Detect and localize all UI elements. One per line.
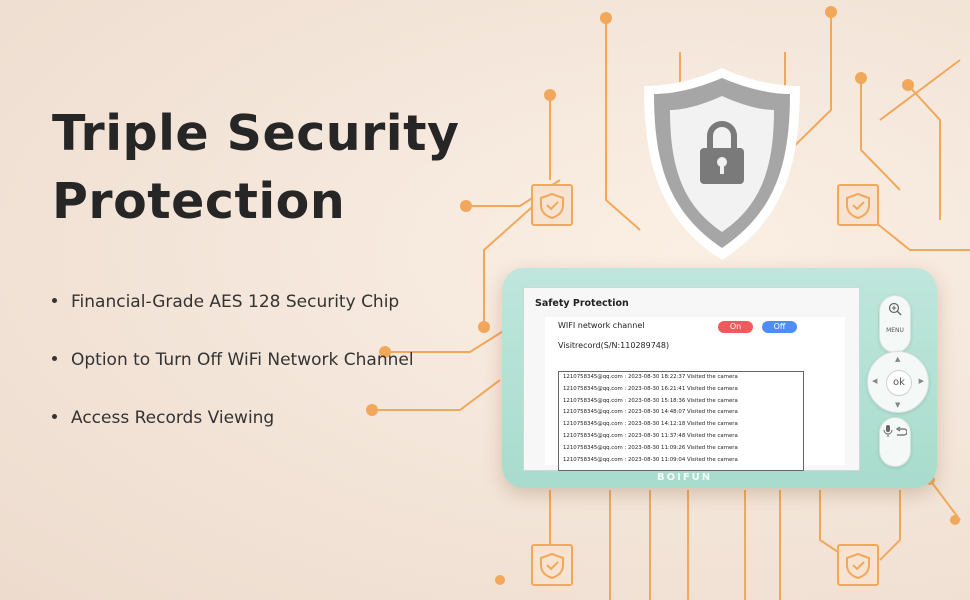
device-screen: Safety Protection WIFI network channel O…: [523, 287, 860, 471]
bullet-icon: [52, 297, 57, 303]
arrow-up-icon: ▲: [895, 355, 901, 363]
arrow-down-icon: ▼: [895, 401, 901, 409]
shield-check-icon: [531, 184, 573, 226]
log-entry: 1210758345@qq.com : 2023-08-30 15:18:36 …: [563, 397, 738, 404]
brand-logo: BOIFUN: [657, 472, 713, 483]
headline-line-2: Protection: [52, 173, 346, 230]
headline: Triple Security Protection: [52, 100, 459, 236]
bullet-icon: [52, 413, 57, 419]
zoom-menu-button[interactable]: MENU: [879, 295, 911, 353]
feature-item: Access Records Viewing: [52, 408, 274, 428]
shield-check-icon: [837, 544, 879, 586]
shield-lock-icon: [644, 68, 800, 260]
ok-button[interactable]: ok: [886, 370, 912, 396]
log-entry: 1210758345@qq.com : 2023-08-30 14:12:18 …: [563, 421, 738, 428]
control-buttons: MENU ▲ ▼ ◀ ▶ ok: [867, 295, 931, 467]
microphone-icon: [883, 425, 893, 437]
access-log-list: 1210758345@qq.com : 2023-08-30 18:22:37 …: [558, 371, 804, 471]
log-entry: 1210758345@qq.com : 2023-08-30 11:37:48 …: [563, 432, 738, 439]
headline-line-1: Triple Security: [52, 105, 460, 162]
log-entry: 1210758345@qq.com : 2023-08-30 18:22:37 …: [563, 374, 738, 380]
back-icon: [896, 426, 908, 436]
log-entry: 1210758345@qq.com : 2023-08-30 11:09:04 …: [563, 456, 738, 463]
navigation-pad[interactable]: ▲ ▼ ◀ ▶ ok: [867, 351, 929, 413]
visit-record-label: Visitrecord(S/N:110289748): [558, 341, 670, 350]
zoom-in-icon: [888, 302, 902, 316]
baby-monitor-device: Safety Protection WIFI network channel O…: [502, 268, 937, 488]
menu-label: MENU: [886, 327, 904, 334]
protection-panel: WIFI network channel On Off Visitrecord(…: [545, 317, 845, 471]
log-entry: 1210758345@qq.com : 2023-08-30 11:09:26 …: [563, 444, 738, 451]
bullet-icon: [52, 355, 57, 361]
screen-title: Safety Protection: [535, 298, 629, 309]
log-entry: 1210758345@qq.com : 2023-08-30 16:21:41 …: [563, 385, 738, 392]
arrow-left-icon: ◀: [872, 377, 878, 385]
talk-back-button[interactable]: [879, 417, 911, 467]
log-entry: 1210758345@qq.com : 2023-08-30 14:48:07 …: [563, 409, 738, 416]
wifi-on-button[interactable]: On: [718, 321, 753, 333]
wifi-channel-label: WIFI network channel: [558, 321, 645, 330]
shield-check-icon: [837, 184, 879, 226]
feature-item: Financial-Grade AES 128 Security Chip: [52, 292, 399, 312]
wifi-off-button[interactable]: Off: [762, 321, 797, 333]
shield-check-icon: [531, 544, 573, 586]
arrow-right-icon: ▶: [918, 377, 924, 385]
feature-item: Option to Turn Off WiFi Network Channel: [52, 350, 414, 370]
